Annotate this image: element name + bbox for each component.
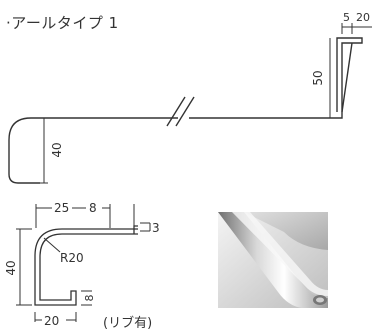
gap-dimension-label: 5: [343, 11, 350, 24]
depth-dimension-label: 40: [50, 142, 64, 157]
backsplash-slope: [341, 42, 353, 113]
detail-radius-leader: [43, 237, 61, 253]
detail-caption: (リブ有): [103, 315, 152, 331]
detail-inner-outline: [133, 225, 138, 234]
detail-radius-label: R20: [60, 251, 84, 265]
detail-flange-label: 8: [89, 201, 97, 215]
depth-dimension: [40, 117, 48, 184]
top-width-dimension-label: 20: [356, 11, 370, 24]
main-profile: [8, 37, 363, 184]
detail-top-dimensions: [35, 204, 135, 228]
break-mark-2: [175, 96, 195, 127]
detail-width-label: 25: [54, 201, 69, 215]
profile-outline-left: [8, 117, 178, 184]
break-mark-1: [166, 96, 186, 127]
detail-outer-outline: [34, 228, 138, 306]
detail-height-dimension: [16, 228, 32, 306]
detail-thickness-label: 3: [152, 221, 160, 235]
detail-thickness-dimension: [140, 222, 151, 232]
top-dimensions: [341, 23, 372, 34]
edge-photo: [218, 212, 328, 308]
detail-bottom-label: 20: [44, 314, 59, 328]
detail-rib-label: 8: [83, 295, 96, 302]
detail-rib-dimension: [81, 290, 92, 306]
detail-section: [34, 225, 138, 306]
detail-height-label: 40: [4, 260, 18, 275]
profile-outline-top: [189, 37, 363, 119]
detail-bottom-dimension: [34, 312, 77, 322]
section-title: ·アールタイプ 1: [6, 14, 119, 32]
height-dimension-label: 50: [311, 70, 325, 85]
